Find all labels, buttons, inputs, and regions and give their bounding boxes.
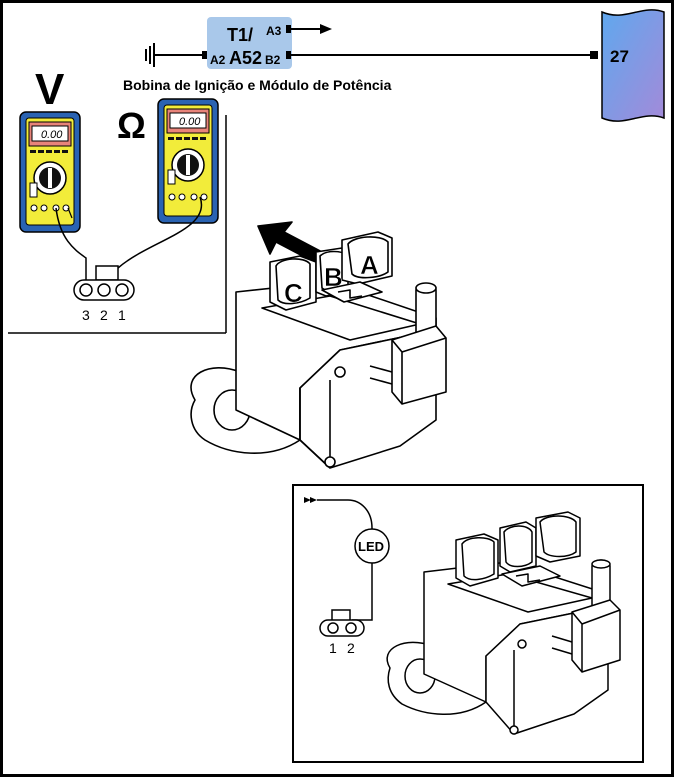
page-ref-tab <box>601 9 665 122</box>
pin-a3-label: A3 <box>266 24 282 38</box>
page-ref-number: 27 <box>610 47 629 66</box>
component-line1: T1/ <box>227 25 253 45</box>
ohmmeter: 0.00 <box>157 98 219 224</box>
module-box <box>207 17 292 69</box>
component-code: A52 <box>229 48 262 68</box>
ohm-label: Ω <box>117 105 146 146</box>
connector-pin-label: 1 <box>329 640 337 656</box>
voltmeter: 0.00 <box>19 111 81 233</box>
ohmmeter-probe-wire <box>109 196 203 291</box>
connector-pin-label: 2 <box>100 307 108 323</box>
header-wiring: T1/ A3 A2 A52 B2 27 Bobina de Ignição e … <box>123 9 665 122</box>
ground-icon <box>145 43 205 67</box>
led-wire <box>317 499 373 621</box>
voltmeter-display: 0.00 <box>41 129 63 141</box>
ohmmeter-display: 0.00 <box>179 116 201 128</box>
double-arrow-icon <box>304 497 317 503</box>
led-label: LED <box>358 539 384 554</box>
pin-a2-label: A2 <box>210 53 226 67</box>
led-icon <box>354 528 390 564</box>
voltage-label: V <box>35 65 65 114</box>
connector-pin-label: 3 <box>82 307 90 323</box>
ignition-coil-inset <box>386 511 621 735</box>
led-test-panel: LED 1 2 <box>292 484 644 763</box>
ignition-coil-main <box>190 221 447 469</box>
connector-3pin: 3 2 1 <box>73 265 135 323</box>
terminal-label-b: B <box>324 262 343 292</box>
voltmeter-probe-wire <box>55 207 87 290</box>
connector-pin-label: 2 <box>347 640 355 656</box>
connector-2pin: 1 2 <box>319 609 365 656</box>
terminal-label-a: A <box>360 250 379 280</box>
connector-pin-label: 1 <box>118 307 126 323</box>
arrow-right-icon <box>291 24 332 34</box>
terminal-label-c: C <box>284 278 303 308</box>
diagram-title: Bobina de Ignição e Módulo de Potência <box>123 77 392 93</box>
meter-panel: V Ω 0.00 0.00 <box>8 65 227 334</box>
pin-b2-label: B2 <box>265 53 281 67</box>
